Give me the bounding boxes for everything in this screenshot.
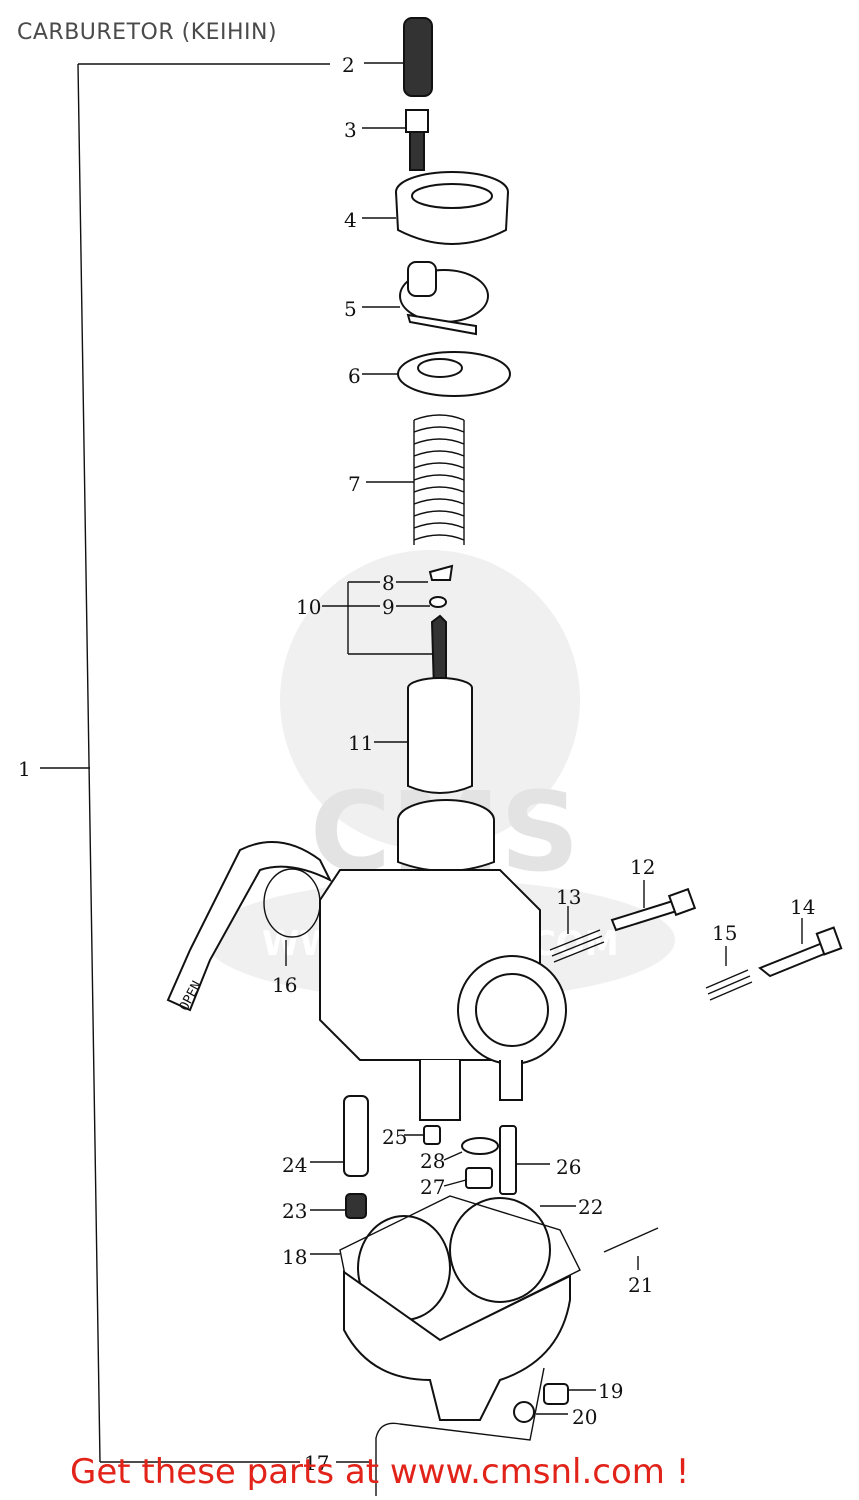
- label-25: 25: [382, 1125, 407, 1149]
- carburetor-body: [166, 799, 567, 1121]
- part-25-jet: [404, 1125, 441, 1145]
- label-20: 20: [572, 1405, 597, 1429]
- label-16: 16: [272, 973, 297, 997]
- part-27-nut: [443, 1167, 493, 1189]
- label-8: 8: [382, 571, 395, 595]
- part-11-throttle-valve: [374, 677, 473, 794]
- footer-link[interactable]: Get these parts at www.cmsnl.com !: [70, 1452, 690, 1492]
- part-24-jet-holder: [310, 1095, 369, 1177]
- part-3-adjuster: [362, 109, 429, 171]
- part-20-washer: [513, 1401, 568, 1423]
- label-5: 5: [344, 297, 357, 321]
- label-2: 2: [342, 53, 355, 77]
- label-17: 17: [304, 1451, 329, 1475]
- label-18: 18: [282, 1245, 307, 1269]
- part-26-float-valve: [499, 1125, 550, 1195]
- float-bowl: [343, 1270, 571, 1421]
- label-7: 7: [348, 472, 361, 496]
- label-15: 15: [712, 921, 737, 945]
- label-21: 21: [628, 1273, 653, 1297]
- part-22-float: [357, 1197, 576, 1321]
- part-12-screw: [610, 880, 697, 932]
- part-15-spring: [705, 946, 753, 1001]
- label-23: 23: [282, 1199, 307, 1223]
- part-7-spring: [366, 414, 465, 545]
- part-14-pilot-screw: [758, 918, 843, 978]
- label-3: 3: [344, 118, 357, 142]
- part-4-ring-nut: [362, 171, 509, 245]
- part-13-spring: [549, 906, 605, 963]
- part-2-cap: [364, 17, 433, 97]
- part-28-washer: [443, 1137, 499, 1161]
- label-9: 9: [382, 595, 395, 619]
- part-19-drain-screw: [543, 1383, 596, 1405]
- assembly-bracket: [40, 63, 330, 1463]
- label-13: 13: [556, 885, 581, 909]
- part-labels: 1 2 3 4 5 6 7 8 9 10 11 12 13 14 15 16 1…: [18, 53, 815, 1475]
- label-19: 19: [598, 1379, 623, 1403]
- page-title: CARBURETOR (KEIHIN): [17, 20, 278, 45]
- label-11: 11: [348, 731, 373, 755]
- part-23-jet: [310, 1193, 367, 1219]
- label-12: 12: [630, 855, 655, 879]
- label-14: 14: [790, 895, 815, 919]
- label-1: 1: [18, 757, 31, 781]
- part-21-pin: [603, 1227, 659, 1270]
- part-17-tube: [336, 1367, 545, 1496]
- label-27: 27: [420, 1175, 445, 1199]
- parts-8-9-10-needle: [322, 564, 454, 691]
- label-6: 6: [348, 364, 361, 388]
- label-10: 10: [296, 595, 321, 619]
- part-6-plate: [362, 351, 511, 397]
- label-28: 28: [420, 1149, 445, 1173]
- label-24: 24: [282, 1153, 307, 1177]
- label-22: 22: [578, 1195, 603, 1219]
- label-26: 26: [556, 1155, 581, 1179]
- part-16-o-ring: [263, 868, 321, 966]
- label-4: 4: [344, 208, 357, 232]
- part-5-top: [362, 261, 489, 336]
